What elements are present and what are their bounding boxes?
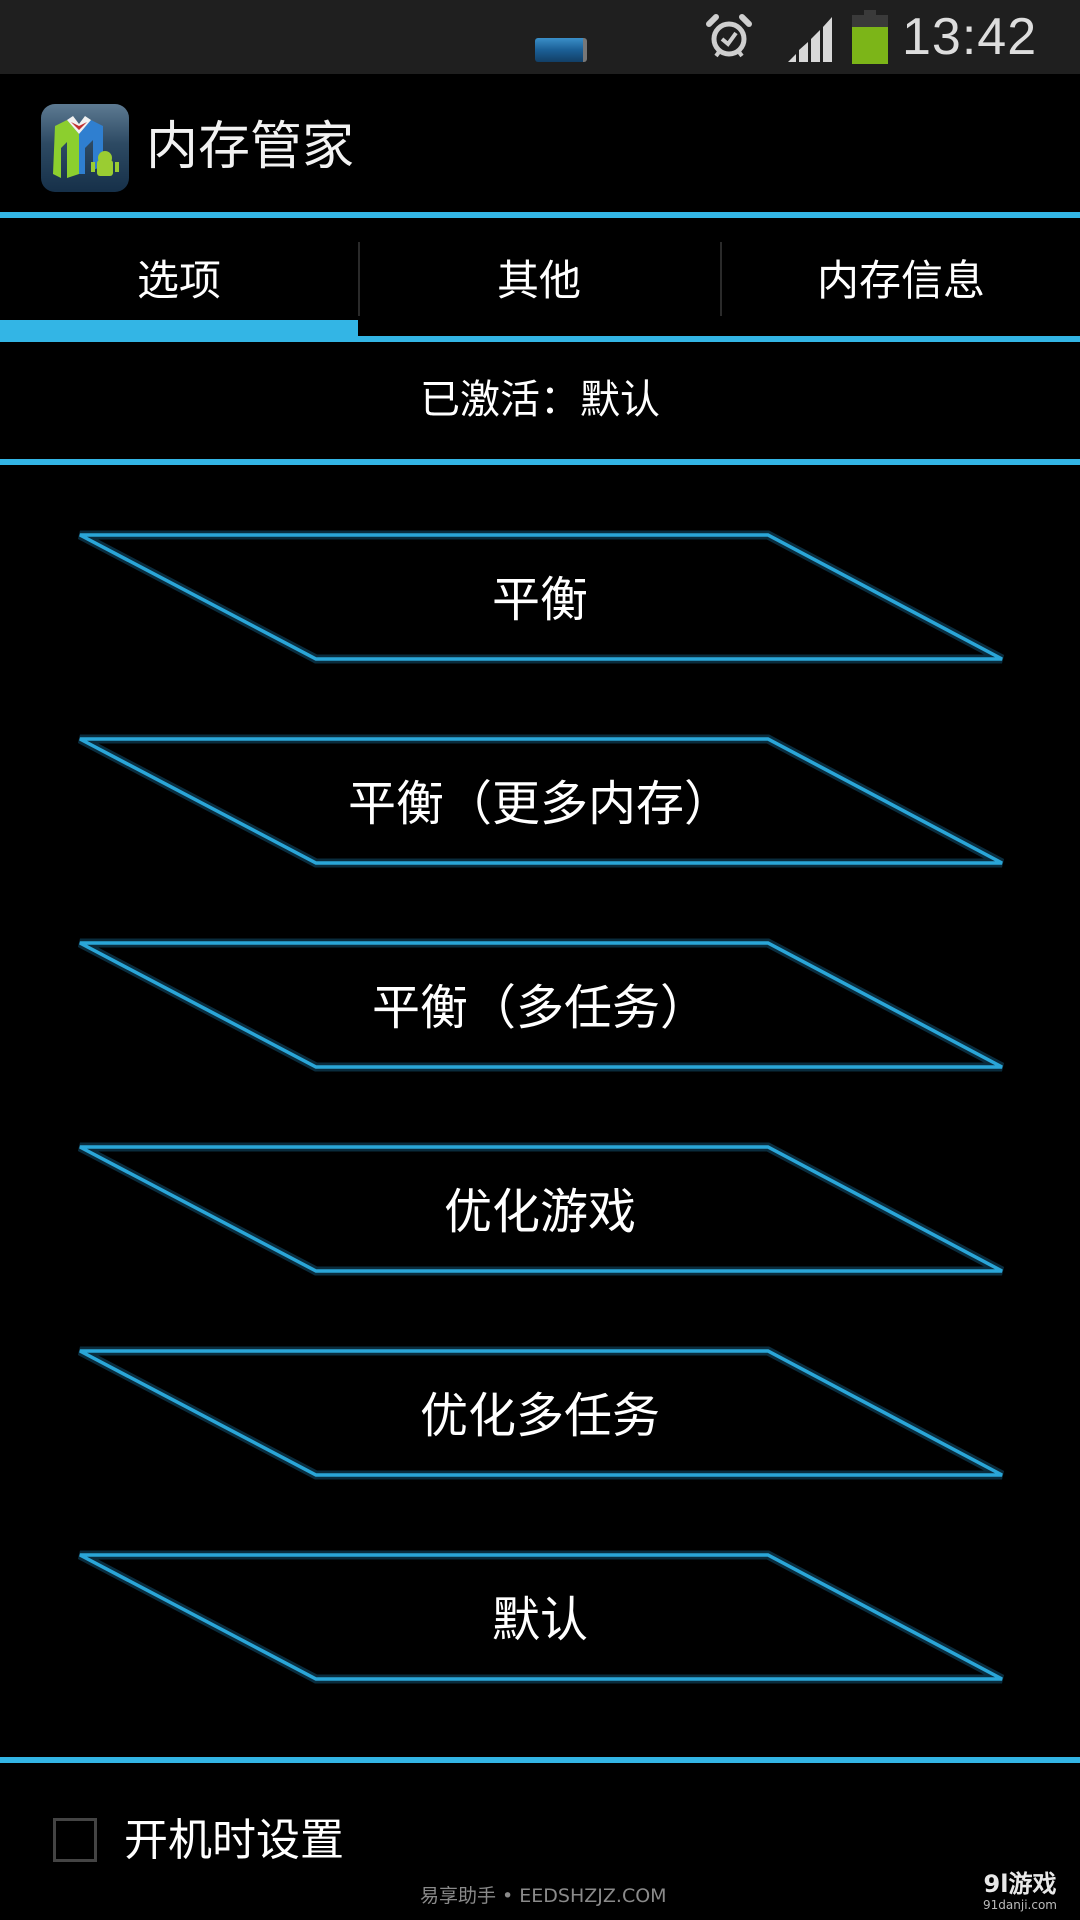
tab-other[interactable]: 其他	[360, 218, 718, 344]
status-divider	[0, 459, 1080, 465]
tab-label: 选项	[136, 256, 221, 305]
app-title: 内存管家	[146, 117, 355, 177]
watermark-right: 9l游戏 91danji.com	[970, 1870, 1070, 1912]
set-on-boot-row[interactable]: 开机时设置	[0, 1770, 1080, 1880]
set-on-boot-checkbox[interactable]	[53, 1818, 97, 1862]
mode-button-default[interactable]: 默认	[60, 1545, 1020, 1695]
signal-icon	[788, 17, 832, 62]
alarm-icon	[706, 14, 752, 58]
mode-label: 优化多任务	[419, 1388, 660, 1444]
mode-label: 平衡	[491, 572, 588, 628]
watermark-url: 91danji.com	[983, 1898, 1057, 1912]
active-mode-status: 已激活：默认	[0, 344, 1080, 460]
bottom-divider	[0, 1757, 1080, 1763]
app-bar: 内存管家	[0, 74, 1080, 214]
tab-memory-info[interactable]: 内存信息	[722, 218, 1080, 344]
mode-button-optimize-games[interactable]: 优化游戏	[60, 1137, 1020, 1287]
tab-bar: 选项 其他 内存信息	[0, 218, 1080, 344]
tab-label: 其他	[496, 256, 581, 305]
active-mode-text: 已激活：默认	[420, 377, 660, 423]
parallelogram-outline-icon	[77, 1142, 1005, 1276]
mode-label: 默认	[491, 1592, 588, 1648]
mode-label: 优化游戏	[443, 1184, 636, 1240]
mode-button-balanced-multitask[interactable]: 平衡（多任务）	[60, 933, 1020, 1083]
mode-label: 平衡（多任务）	[371, 980, 708, 1036]
parallelogram-outline-icon	[77, 1346, 1005, 1480]
parallelogram-outline-icon	[77, 734, 1005, 868]
status-bar: 13:42	[0, 0, 1080, 74]
selected-tab-indicator	[0, 320, 358, 336]
mode-button-balanced-more-memory[interactable]: 平衡（更多内存）	[60, 729, 1020, 879]
mode-button-balanced[interactable]: 平衡	[60, 525, 1020, 675]
battery-icon	[852, 10, 888, 64]
tab-baseline	[0, 336, 1080, 342]
tab-divider	[358, 242, 360, 316]
parallelogram-outline-icon	[77, 938, 1005, 1072]
tab-options[interactable]: 选项	[0, 218, 358, 344]
parallelogram-outline-icon	[77, 1550, 1005, 1684]
tab-divider	[720, 242, 722, 316]
mode-label: 平衡（更多内存）	[347, 776, 732, 832]
notification-app-icon	[535, 38, 587, 62]
watermark-left: 易享助手 • EEDSHZJZ.COM	[420, 1885, 667, 1907]
app-bar-divider	[0, 212, 1080, 218]
memory-manager-app-icon	[41, 104, 129, 192]
watermark-logo-text: 9l游戏	[983, 1870, 1057, 1898]
parallelogram-outline-icon	[77, 530, 1005, 664]
mode-button-optimize-multitask[interactable]: 优化多任务	[60, 1341, 1020, 1491]
tab-label: 内存信息	[816, 256, 985, 305]
set-on-boot-label: 开机时设置	[124, 1815, 344, 1866]
clock: 13:42	[902, 8, 1038, 66]
